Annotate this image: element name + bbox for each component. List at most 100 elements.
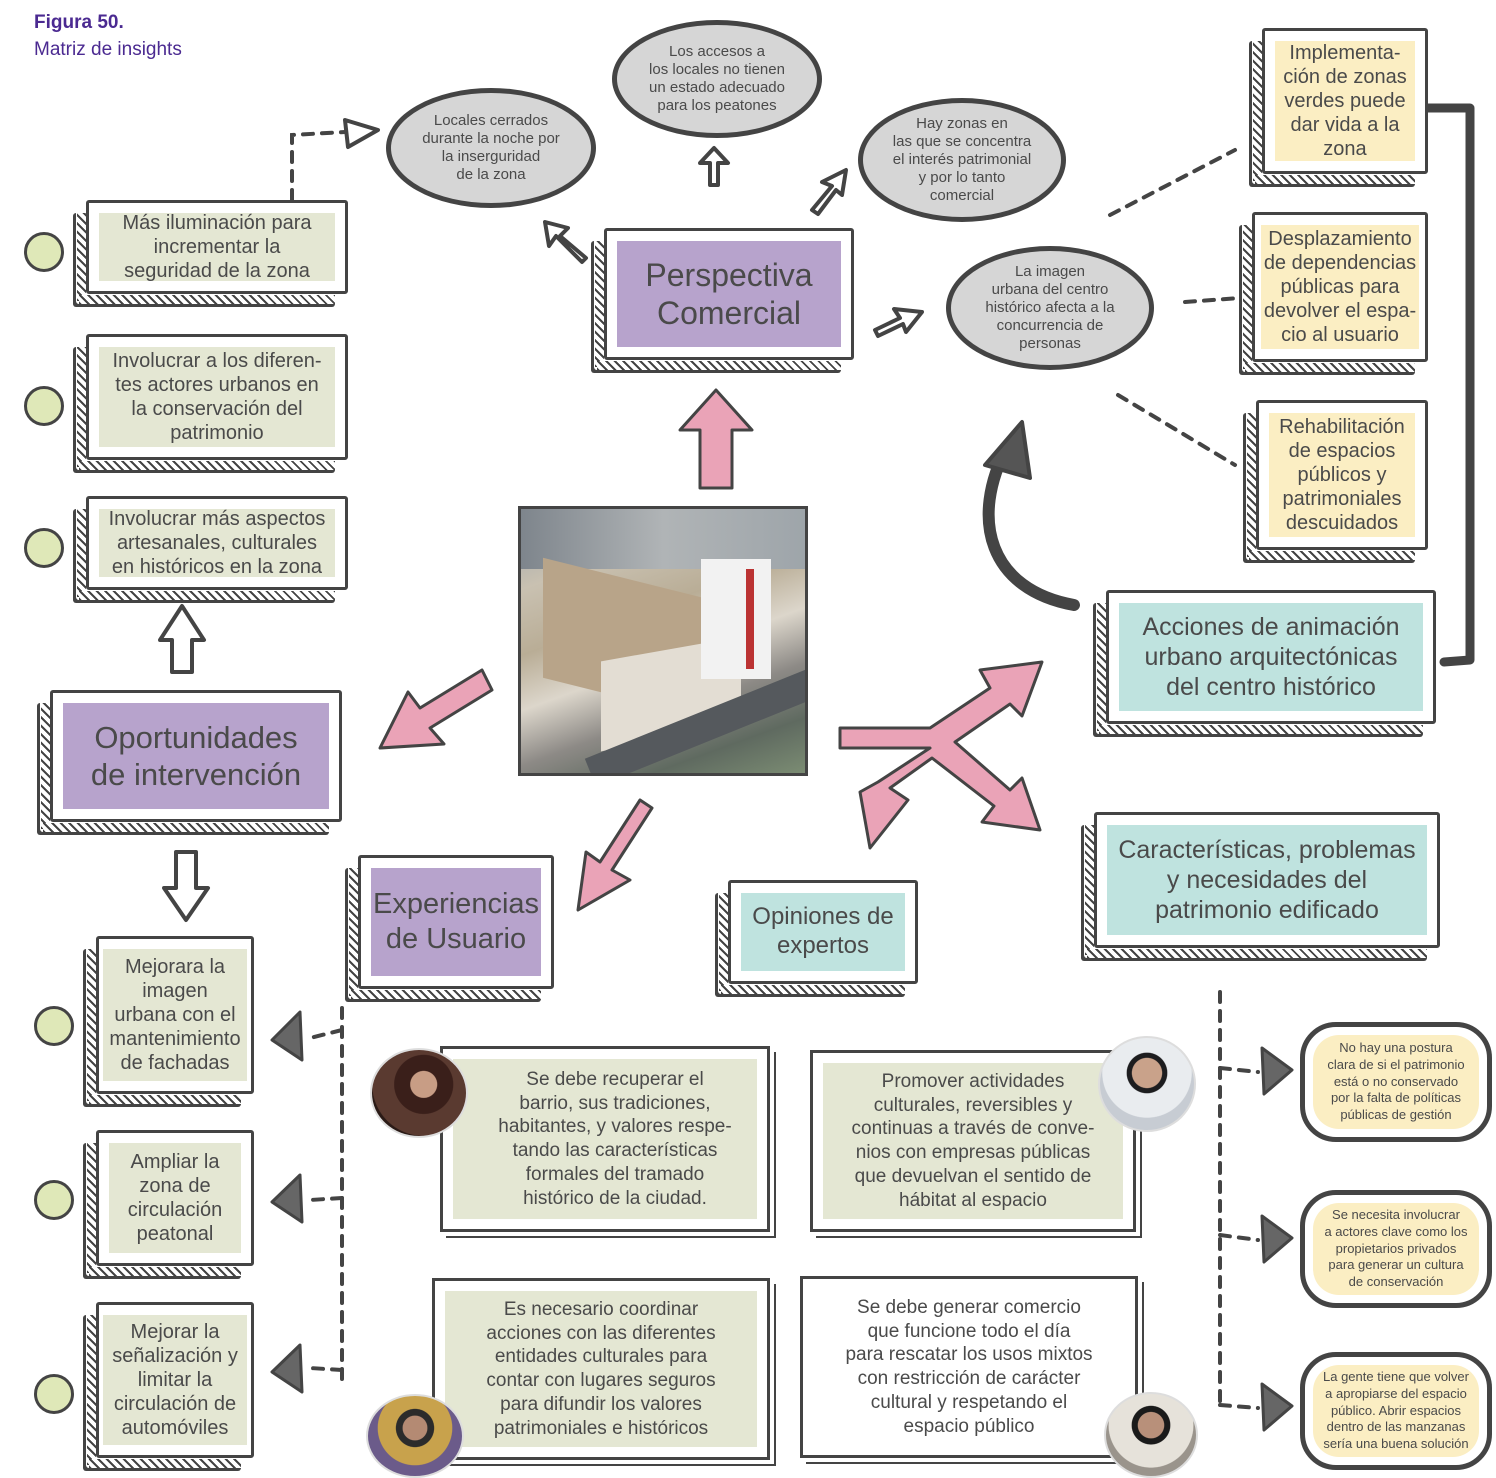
box-line: imagen <box>142 980 208 1002</box>
ellipse-line: histórico afecta a la <box>985 299 1115 316</box>
pill-line: público. Abrir espacios <box>1330 1402 1462 1418</box>
arrowhead-icon <box>270 1173 304 1224</box>
quote-line: para rescatar los usos mixtos <box>845 1344 1093 1366</box>
pill-line: para generar un cultura <box>1328 1257 1464 1273</box>
pill-line: públicas de gestión <box>1340 1107 1452 1123</box>
box-line: Mejorara la <box>124 956 226 978</box>
quote-line: para difundir los valores <box>500 1393 702 1415</box>
node-label: Comercial <box>656 295 802 331</box>
expert-avatar <box>1104 1392 1198 1478</box>
quote-line: barrio, sus tradiciones, <box>519 1092 711 1114</box>
box-line: Rehabilitación <box>1279 416 1405 438</box>
ellipse-line: urbana del centro <box>991 281 1109 298</box>
arrowhead-icon <box>270 1343 304 1394</box>
node-label: Características, problemas <box>1118 836 1416 864</box>
pill-line: sería una buena solución <box>1323 1436 1469 1452</box>
quote-line: que funcione todo el día <box>867 1320 1071 1342</box>
down-arrow-icon <box>162 850 210 922</box>
quote-line: Se debe generar comercio <box>857 1296 1081 1318</box>
arrowhead-icon <box>983 420 1032 480</box>
dashed-connector <box>1116 393 1237 467</box>
dashed-connector <box>1218 1233 1260 1242</box>
up-arrow-icon <box>158 604 206 674</box>
dashed-connector <box>1218 1066 1260 1074</box>
bullet-dot <box>34 1006 74 1046</box>
box-line: verdes puede <box>1284 90 1406 112</box>
quote-line: contar con lugares seguros <box>486 1370 716 1391</box>
quote-line: Es necesario coordinar <box>503 1298 699 1320</box>
box-line: patrimonio <box>170 422 264 444</box>
box-line: Más iluminación para <box>122 212 312 234</box>
ellipse-line: y por lo tanto <box>918 169 1006 186</box>
ellipse-line: los locales no tienen <box>649 61 785 78</box>
node-label: de intervención <box>90 757 302 792</box>
dashed-connector <box>1218 1403 1260 1410</box>
ellipse-line: de la zona <box>456 166 526 183</box>
box-line: la conservación del <box>131 398 303 420</box>
bullet-dot <box>34 1374 74 1414</box>
center-city-photo <box>518 506 808 776</box>
box-line: tes actores urbanos en <box>115 374 319 396</box>
node-label: patrimonio edificado <box>1155 896 1379 924</box>
box-line: artesanales, culturales <box>116 532 318 554</box>
bullet-dot <box>24 232 64 272</box>
quote-line: hábitat al espacio <box>899 1189 1047 1211</box>
box-line: de fachadas <box>120 1052 230 1074</box>
node-label: Oportunidades <box>94 719 298 755</box>
quote-line: espacio público <box>903 1415 1035 1437</box>
box-line: Implementa- <box>1289 42 1401 64</box>
pink-arrow-up <box>678 388 754 490</box>
diag-arrow-icon <box>543 220 588 264</box>
box-line: públicos y <box>1297 464 1387 486</box>
ellipse-line: un estado adecuado <box>649 79 785 96</box>
box-line: Ampliar la <box>130 1151 220 1173</box>
arrowhead-icon <box>270 1010 304 1062</box>
diag-arrow-icon <box>810 168 848 216</box>
bullet-dot <box>34 1180 74 1220</box>
quote-line: culturales, reversibles y <box>873 1094 1073 1116</box>
box-line: de dependencias <box>1263 252 1417 274</box>
quote-line: acciones con las diferentes <box>486 1322 716 1344</box>
ellipse-line: el interés patrimonial <box>892 151 1032 168</box>
curved-arrow-line <box>982 439 1080 611</box>
pill-line: La gente tiene que volver <box>1323 1368 1469 1384</box>
box-line: Desplazamiento <box>1268 228 1412 250</box>
quote-line: patrimoniales e históricos <box>493 1417 709 1439</box>
up-arrow-icon <box>698 146 730 187</box>
ellipse-line: la inserguridad <box>441 148 541 165</box>
pink-arrow-left <box>378 668 494 750</box>
dashed-connector <box>1183 296 1242 304</box>
dashed-connector <box>1108 148 1237 217</box>
node-label: Acciones de animación <box>1142 613 1400 641</box>
node-label: y necesidades del <box>1166 866 1368 894</box>
node-label: Experiencias <box>372 888 540 921</box>
ellipse-line: Los accesos a <box>669 43 765 60</box>
box-line: incrementar la <box>153 236 281 258</box>
quote-line: que devuelvan el sentido de <box>854 1165 1092 1187</box>
bullet-dot <box>24 386 64 426</box>
pill-line: por la falta de políticas <box>1330 1090 1462 1106</box>
box-line: seguridad de la zona <box>124 260 310 282</box>
box-line: zona de <box>139 1175 211 1197</box>
pill-line: clara de si el patrimonio <box>1327 1056 1465 1072</box>
quote-line: habitantes, y valores respe- <box>498 1116 732 1138</box>
box-line: patrimoniales <box>1282 488 1402 510</box>
quote-line: entidades culturales para <box>494 1346 708 1368</box>
ellipse-line: durante la noche por <box>422 130 560 147</box>
box-line: urbana con el <box>114 1004 236 1026</box>
